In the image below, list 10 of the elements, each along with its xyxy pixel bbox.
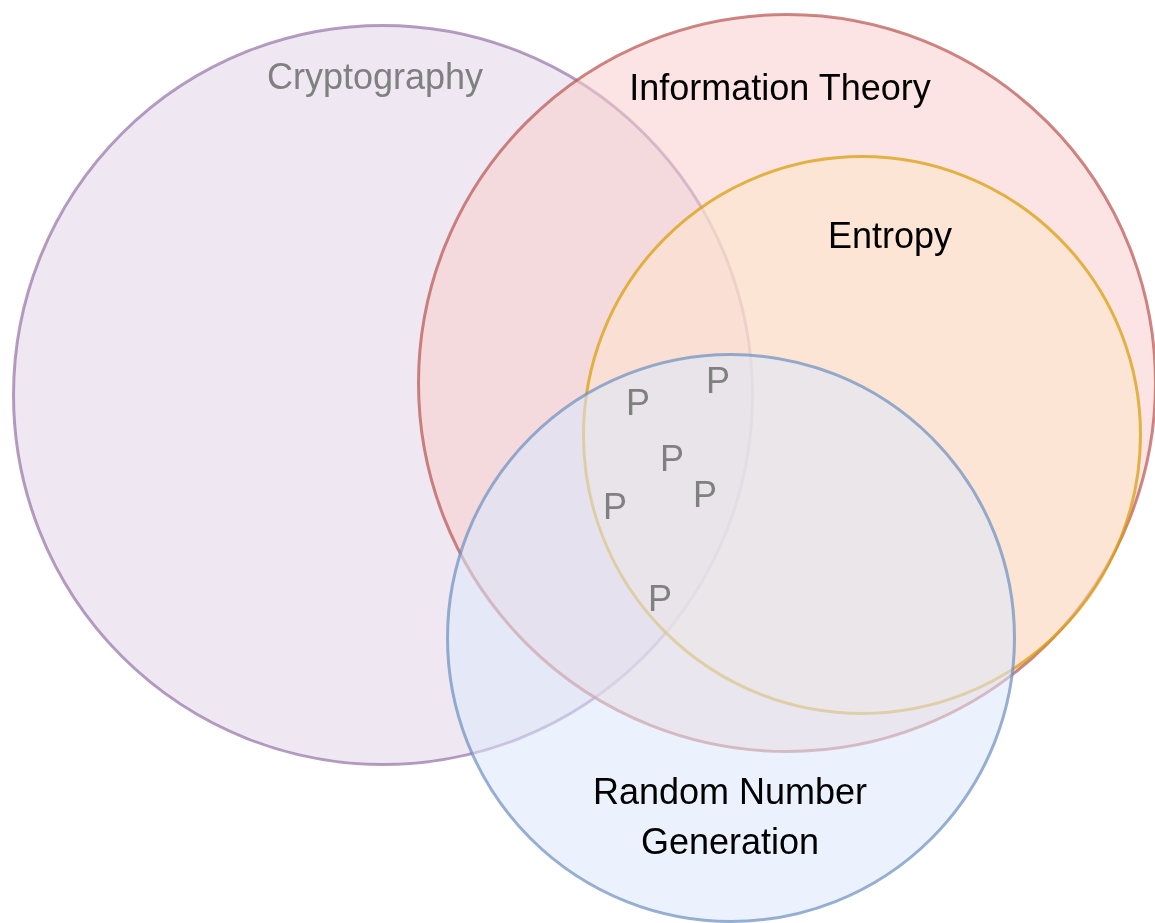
set-label: Random Number Generation [591,770,869,864]
set-label: Information Theory [628,66,932,110]
element-label: P [603,486,627,528]
element-label: P [706,360,730,402]
set-label: Cryptography [265,55,485,99]
element-label: P [660,438,684,480]
element-label: P [648,578,672,620]
set-label: Entropy [826,214,954,258]
element-label: P [693,474,717,516]
element-label: P [626,382,650,424]
